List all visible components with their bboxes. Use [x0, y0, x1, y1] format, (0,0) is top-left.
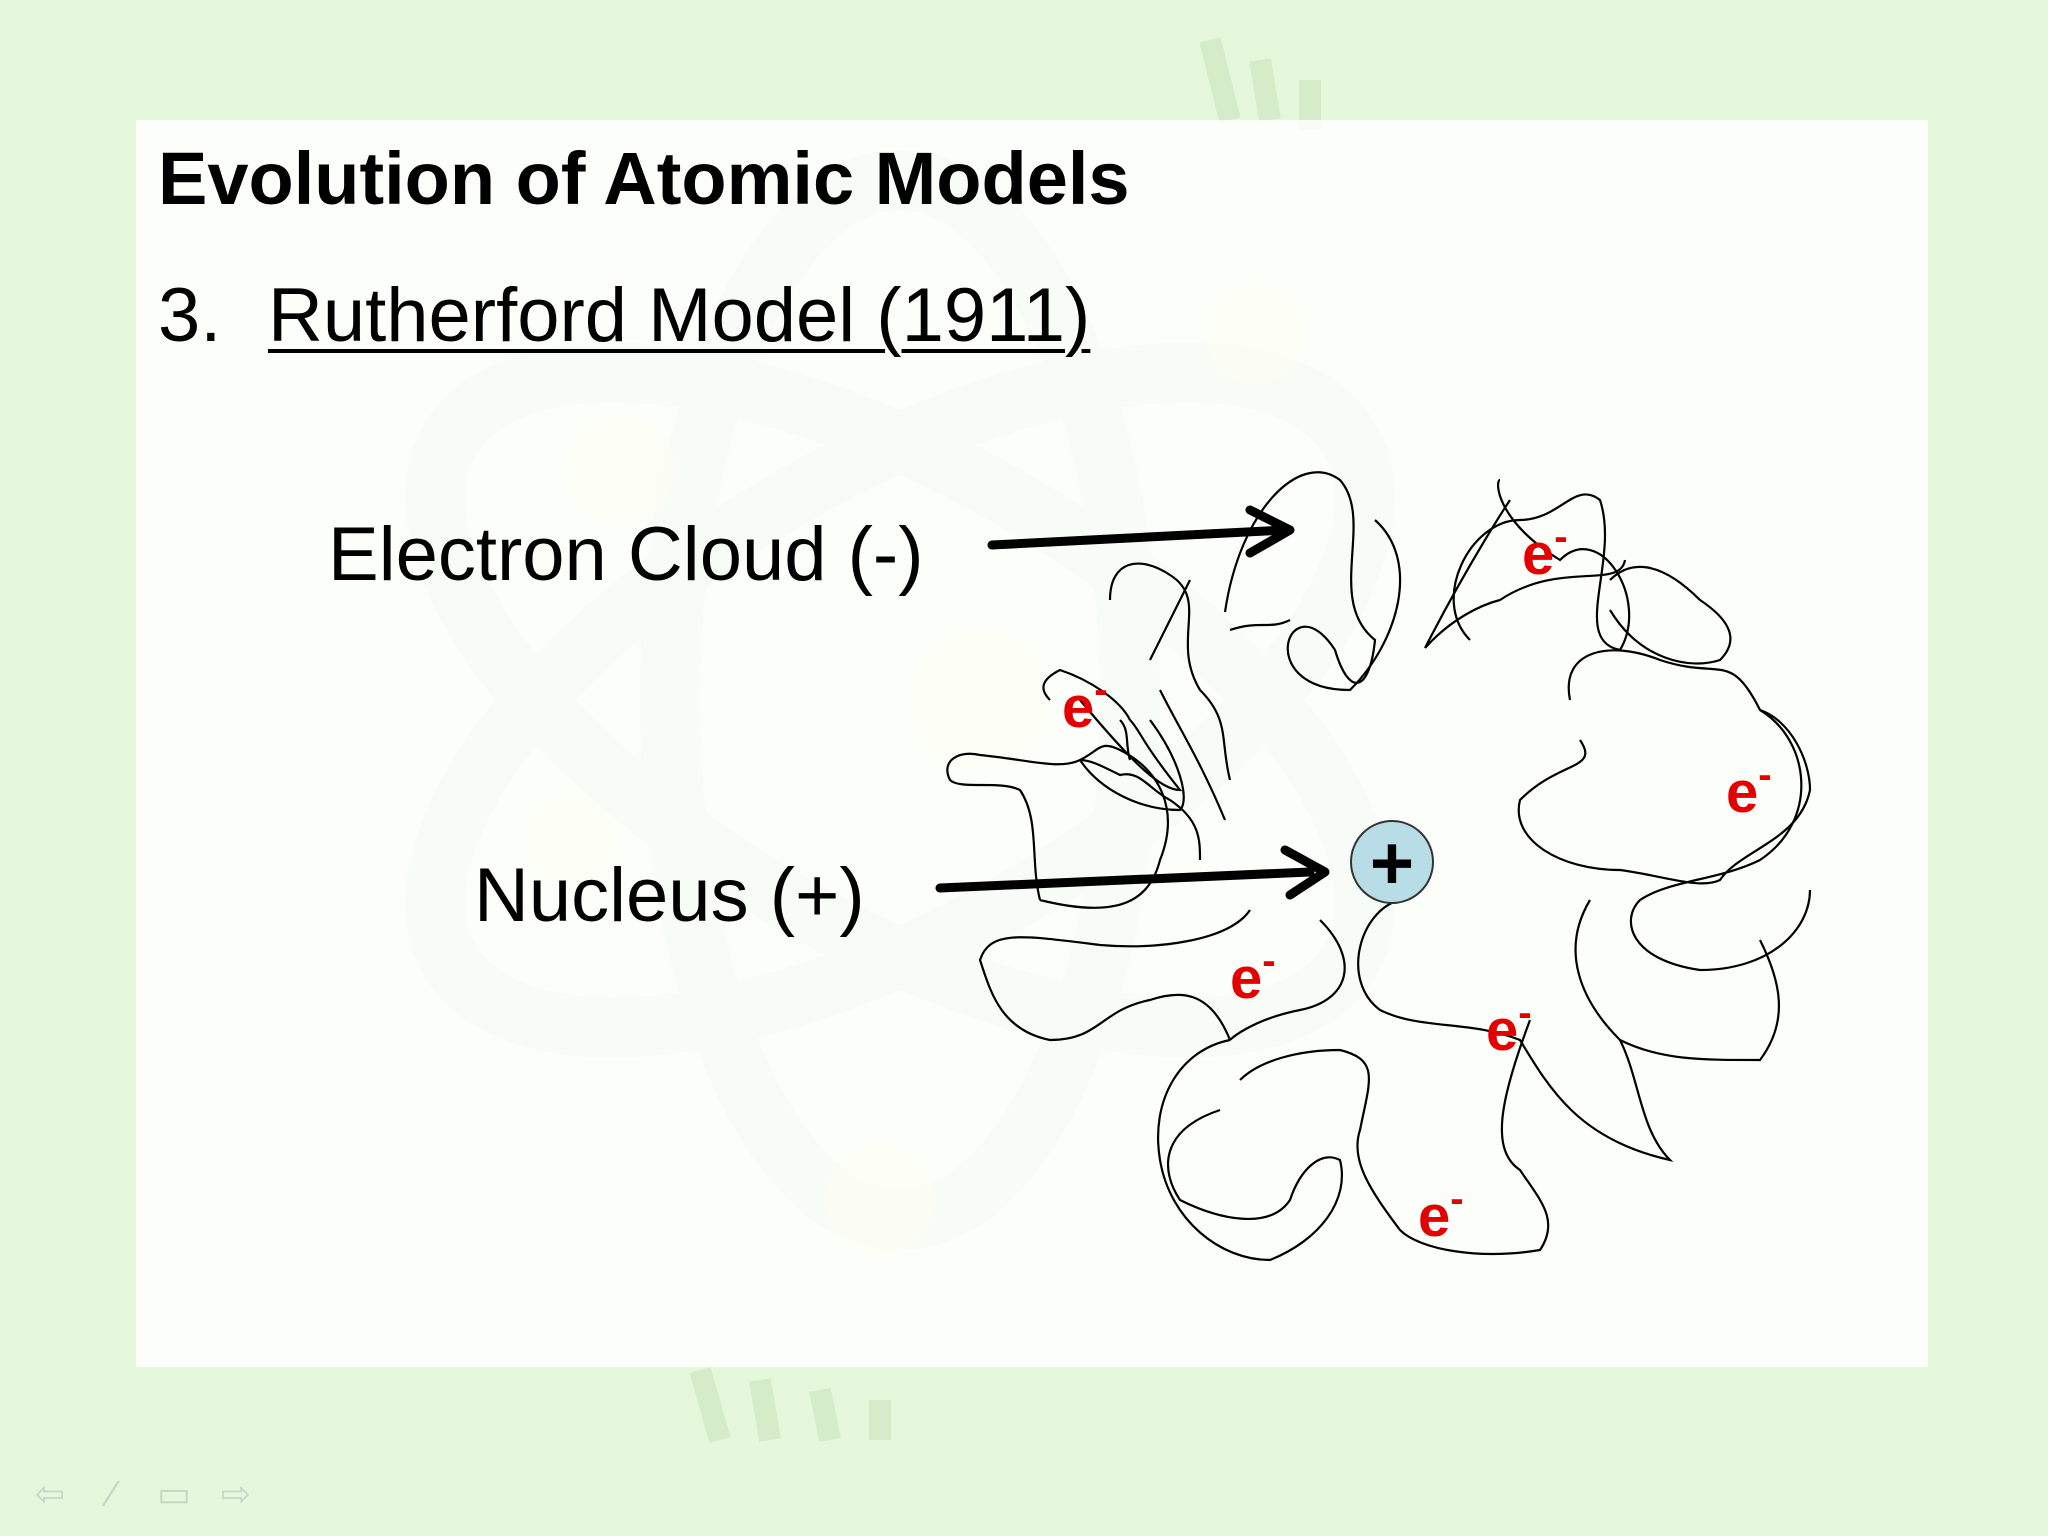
- electron-label: e-: [1418, 1177, 1464, 1249]
- cloud-loop: [1223, 471, 1402, 692]
- electrons: e- e- e- e- e- e-: [1062, 515, 1772, 1249]
- cloud-loop: [1229, 919, 1346, 1041]
- nucleus-label: Nucleus (+): [474, 853, 865, 938]
- electron-cloud-label: Electron Cloud (-): [328, 512, 924, 597]
- slide-content-panel: [136, 120, 1928, 1367]
- cloud-loop: [1424, 499, 1627, 649]
- cloud-loop: [1157, 1038, 1343, 1262]
- cloud-loop: [1357, 898, 1674, 1162]
- pen-icon[interactable]: ∕: [108, 1473, 115, 1514]
- nucleus-arrowhead: [1280, 845, 1330, 900]
- cloud-loop: [978, 909, 1251, 1042]
- cloud-loop: [946, 744, 1169, 909]
- cloud-loop: [1108, 562, 1232, 781]
- cloud-loop: [1609, 565, 1732, 665]
- nucleus: +: [1350, 820, 1434, 906]
- arrows: [935, 505, 1330, 900]
- cloud-loop: [1229, 619, 1291, 632]
- cloud-loop: [1629, 709, 1812, 972]
- cloud-loop: [1079, 579, 1191, 792]
- nucleus-circle: [1350, 820, 1434, 904]
- cloud-loop: [1239, 1019, 1550, 1255]
- next-arrow-icon[interactable]: ⇨: [220, 1473, 252, 1514]
- electron-cloud: [946, 471, 1812, 1262]
- electron-label: e-: [1062, 668, 1108, 740]
- nucleus-symbol: +: [1370, 821, 1414, 906]
- list-item-heading: 3. Rutherford Model (1911): [158, 272, 1090, 359]
- electron-label: e-: [1522, 515, 1568, 587]
- electron-cloud-arrowhead: [1245, 505, 1295, 558]
- prev-arrow-icon[interactable]: ⇦: [34, 1473, 66, 1514]
- electron-label: e-: [1486, 991, 1532, 1063]
- list-item-number: 3.: [158, 273, 222, 358]
- slide-title: Evolution of Atomic Models: [158, 137, 1130, 220]
- cloud-loop: [1079, 758, 1202, 861]
- electron-label: e-: [1726, 753, 1772, 825]
- cloud-loop: [1159, 689, 1227, 821]
- cloud-loop: [1079, 719, 1185, 812]
- slideshow-nav-bar: ⇦ ∕ ▭ ⇨: [26, 1473, 260, 1514]
- nucleus-arrow-shaft: [935, 867, 1315, 893]
- list-item-text: Rutherford Model (1911): [268, 273, 1091, 358]
- cloud-loop: [1517, 649, 1812, 885]
- electron-cloud-arrow-shaft: [987, 525, 1290, 550]
- cloud-loop: [1574, 899, 1780, 1062]
- electron-label: e-: [1230, 939, 1276, 1011]
- menu-icon[interactable]: ▭: [156, 1473, 191, 1514]
